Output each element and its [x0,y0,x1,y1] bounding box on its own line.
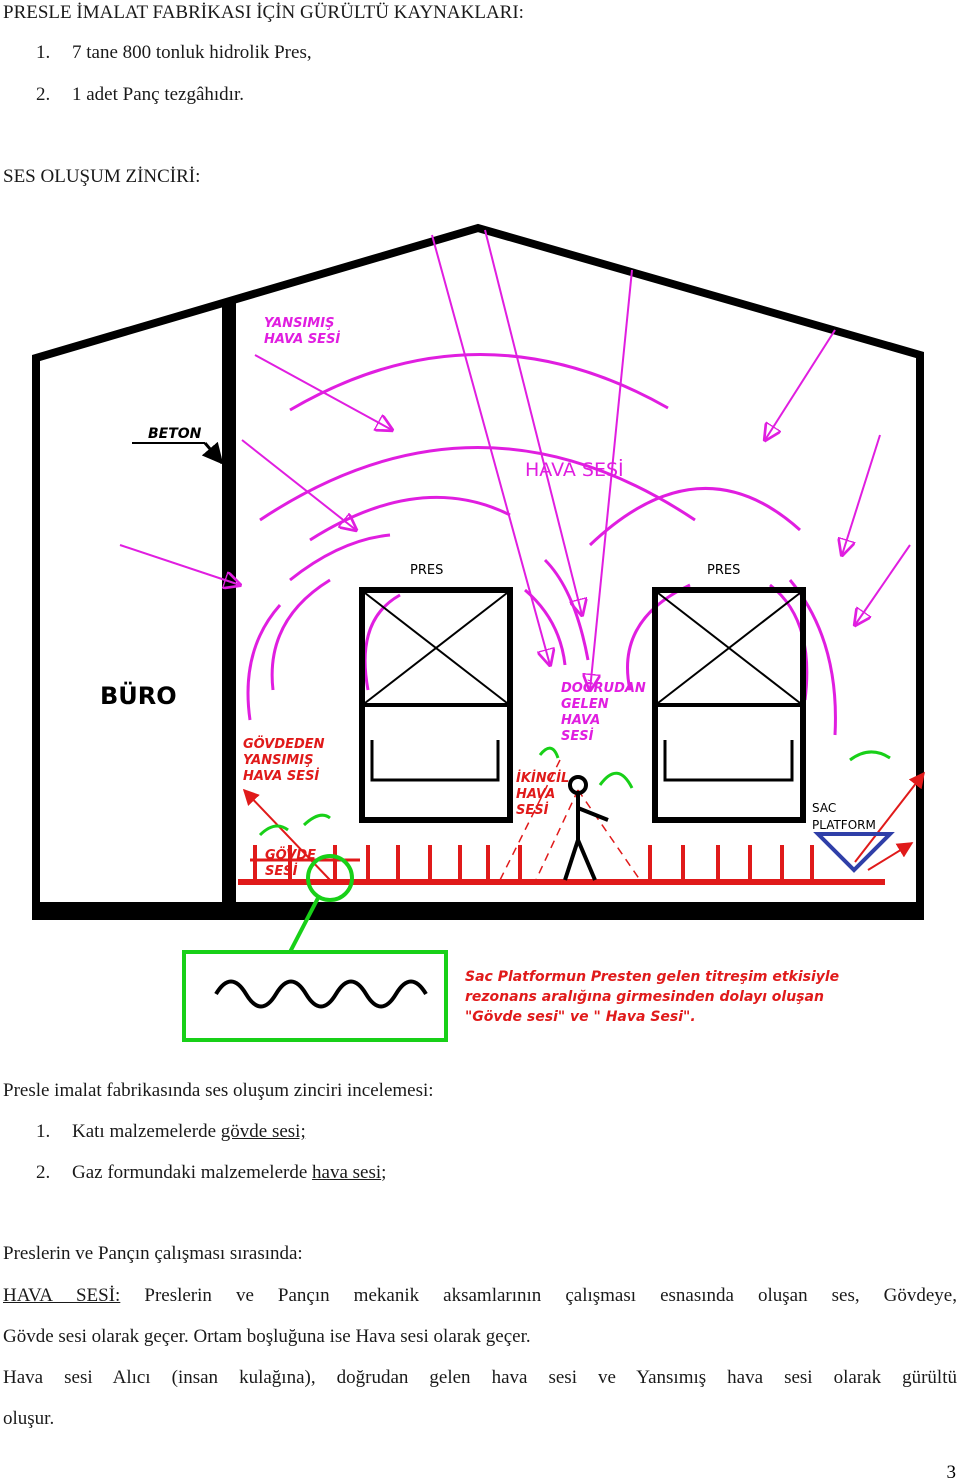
reflection-arrows [242,771,925,881]
list-number: 2. [36,1162,51,1183]
working-text: Preslerin ve Pançın çalışması sırasında: [3,1243,303,1264]
list-text: Katı malzemelerde gövde sesi; [72,1121,306,1142]
paragraph-line: HAVA SESİ: Preslerin ve Pançın mekanik a… [3,1285,957,1306]
label-body-sound: GÖVDE SESİ [265,847,321,879]
air-sound-arrows [119,229,911,690]
concrete-wall [222,300,236,906]
label-sac-platform: SAC PLATFORM [812,801,876,832]
label-buro: BÜRO [100,680,177,710]
air-sound-waves [246,353,837,736]
left-arrow [119,544,240,585]
paragraph-line: Gövde sesi olarak geçer. Ortam boşluğuna… [3,1326,531,1347]
list-number: 1. [36,42,51,63]
list-number: 1. [36,1121,51,1142]
label-secondary-air: İKİNCİL HAVA SESİ [516,770,574,818]
label-air-sound: HAVA SESİ [525,458,624,481]
list-text: Gaz formundaki malzemelerde hava sesi; [72,1162,387,1183]
heading-noise-sources: PRESLE İMALAT FABRİKASI İÇİN GÜRÜLTÜ KAY… [3,2,524,23]
paragraph-line: Hava sesi Alıcı (insan kulağına), doğrud… [3,1367,957,1388]
press-right [652,587,806,823]
paragraph-line: oluşur. [3,1408,55,1429]
label-press-left: PRES [410,563,443,578]
diagram-caption: Sac Platformun Presten gelen titreşim et… [465,969,844,1025]
label-body-reflected: GÖVDEDEN YANSIMIŞ HAVA SESİ [243,736,329,784]
list-text: 1 adet Panç tezgâhıdır. [72,84,244,105]
label-press-right: PRES [707,563,740,578]
intro-text: Presle imalat fabrikasında ses oluşum zi… [3,1080,434,1101]
sac-platform-structure [238,845,885,885]
press-left [359,587,513,823]
page-number: 3 [946,1462,957,1483]
label-beton: BETON [148,426,202,442]
list-text: 7 tane 800 tonluk hidrolik Pres, [72,42,312,63]
factory-noise-diagram: YANSIMIŞ HAVA SESİ BETON HAVA SESİ PRES … [32,223,925,1042]
person-figure [563,775,609,881]
label-air-sound-term: HAVA SESİ: [3,1285,121,1306]
label-reflected-air: YANSIMIŞ HAVA SESİ [264,316,340,347]
heading-sound-chain: SES OLUŞUM ZİNCİRİ: [3,166,201,187]
label-direct-air: DOĞRUDAN GELEN HAVA SESİ [561,680,650,744]
building-outline [32,223,924,920]
secondary-sound-lines [499,759,641,883]
sac-platform-triangle [813,832,895,873]
body-sound-arcs [258,746,891,837]
vibration-detail [182,854,448,1042]
beton-pointer [132,441,224,465]
list-number: 2. [36,84,51,105]
